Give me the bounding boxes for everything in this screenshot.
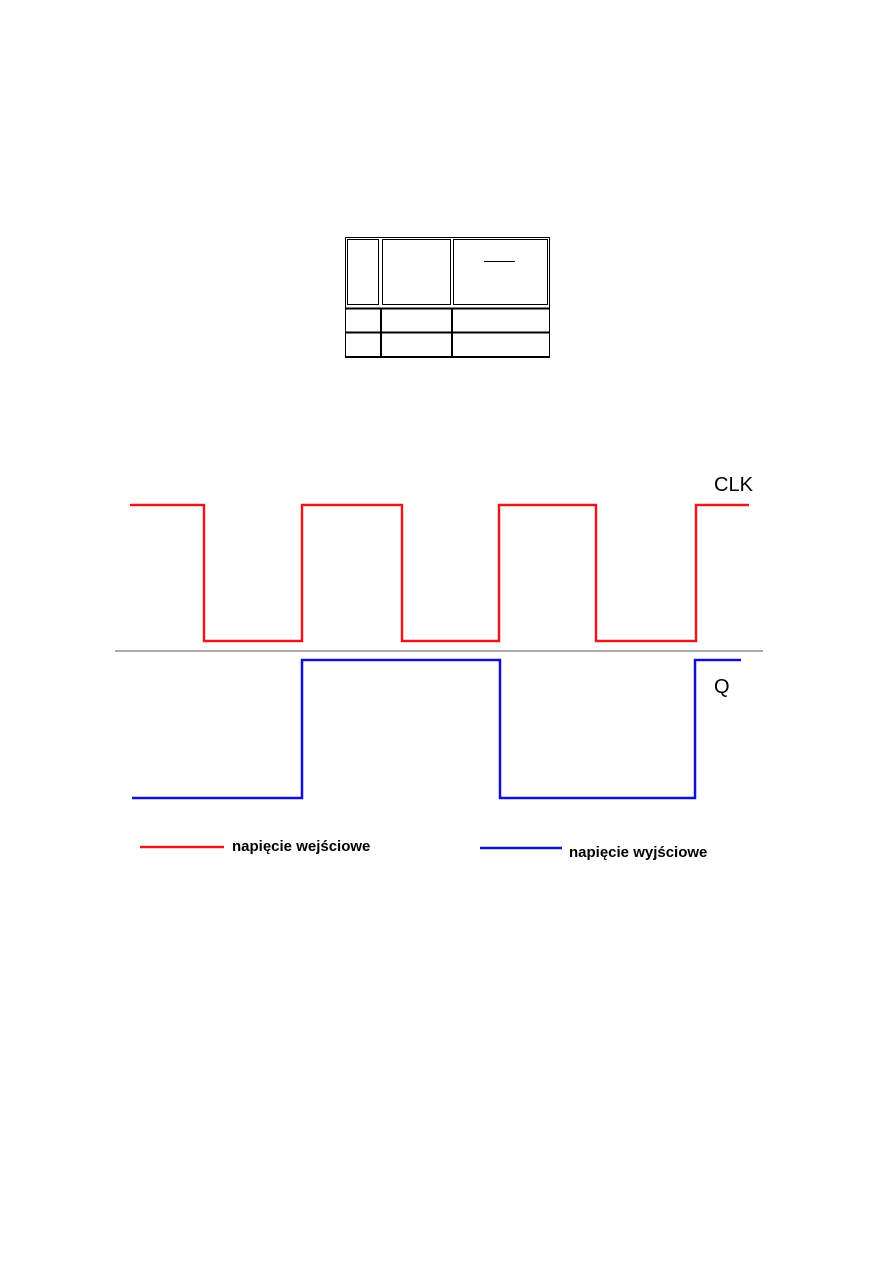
- table-frame: [345, 237, 550, 358]
- table-header-cell-3: [453, 239, 548, 305]
- timing-diagram: CLK Q napięcie wejściowe napięcie wyjści…: [115, 474, 763, 861]
- table-header-cell-2: [382, 239, 451, 305]
- legend-label-output: napięcie wyjściowe: [569, 844, 707, 861]
- clk-label: CLK: [714, 474, 754, 496]
- legend: napięcie wejściowe napięcie wyjściowe: [140, 838, 707, 861]
- truth-table: [345, 237, 550, 358]
- legend-label-input: napięcie wejściowe: [232, 838, 370, 855]
- table-header-cell-1: [347, 239, 379, 305]
- clk-waveform: [130, 503, 749, 643]
- q-waveform: [132, 658, 741, 800]
- q-label: Q: [714, 676, 730, 698]
